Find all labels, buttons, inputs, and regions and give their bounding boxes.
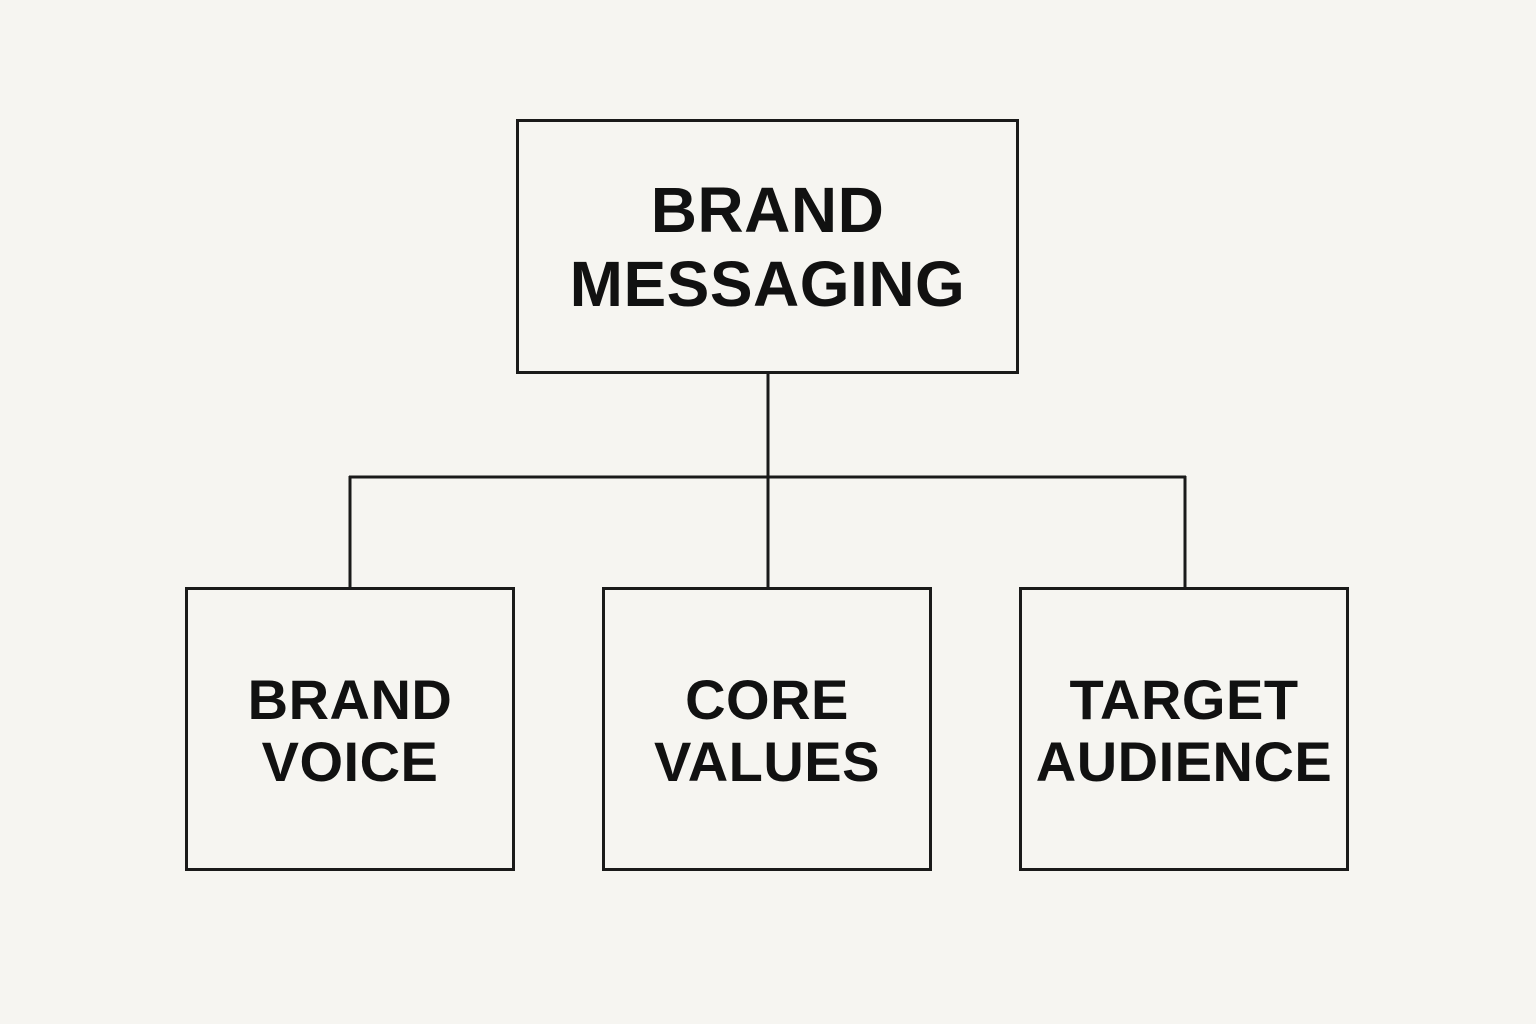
target-audience-label: TARGET AUDIENCE [1035,668,1333,793]
brand-messaging-label: BRAND MESSAGING [569,173,966,320]
core-values-node: CORE VALUES [602,587,932,871]
brand-voice-label: BRAND VOICE [247,668,453,793]
core-values-label: CORE VALUES [654,668,880,793]
brand-voice-node: BRAND VOICE [185,587,515,871]
brand-messaging-node: BRAND MESSAGING [516,119,1019,374]
target-audience-node: TARGET AUDIENCE [1019,587,1349,871]
